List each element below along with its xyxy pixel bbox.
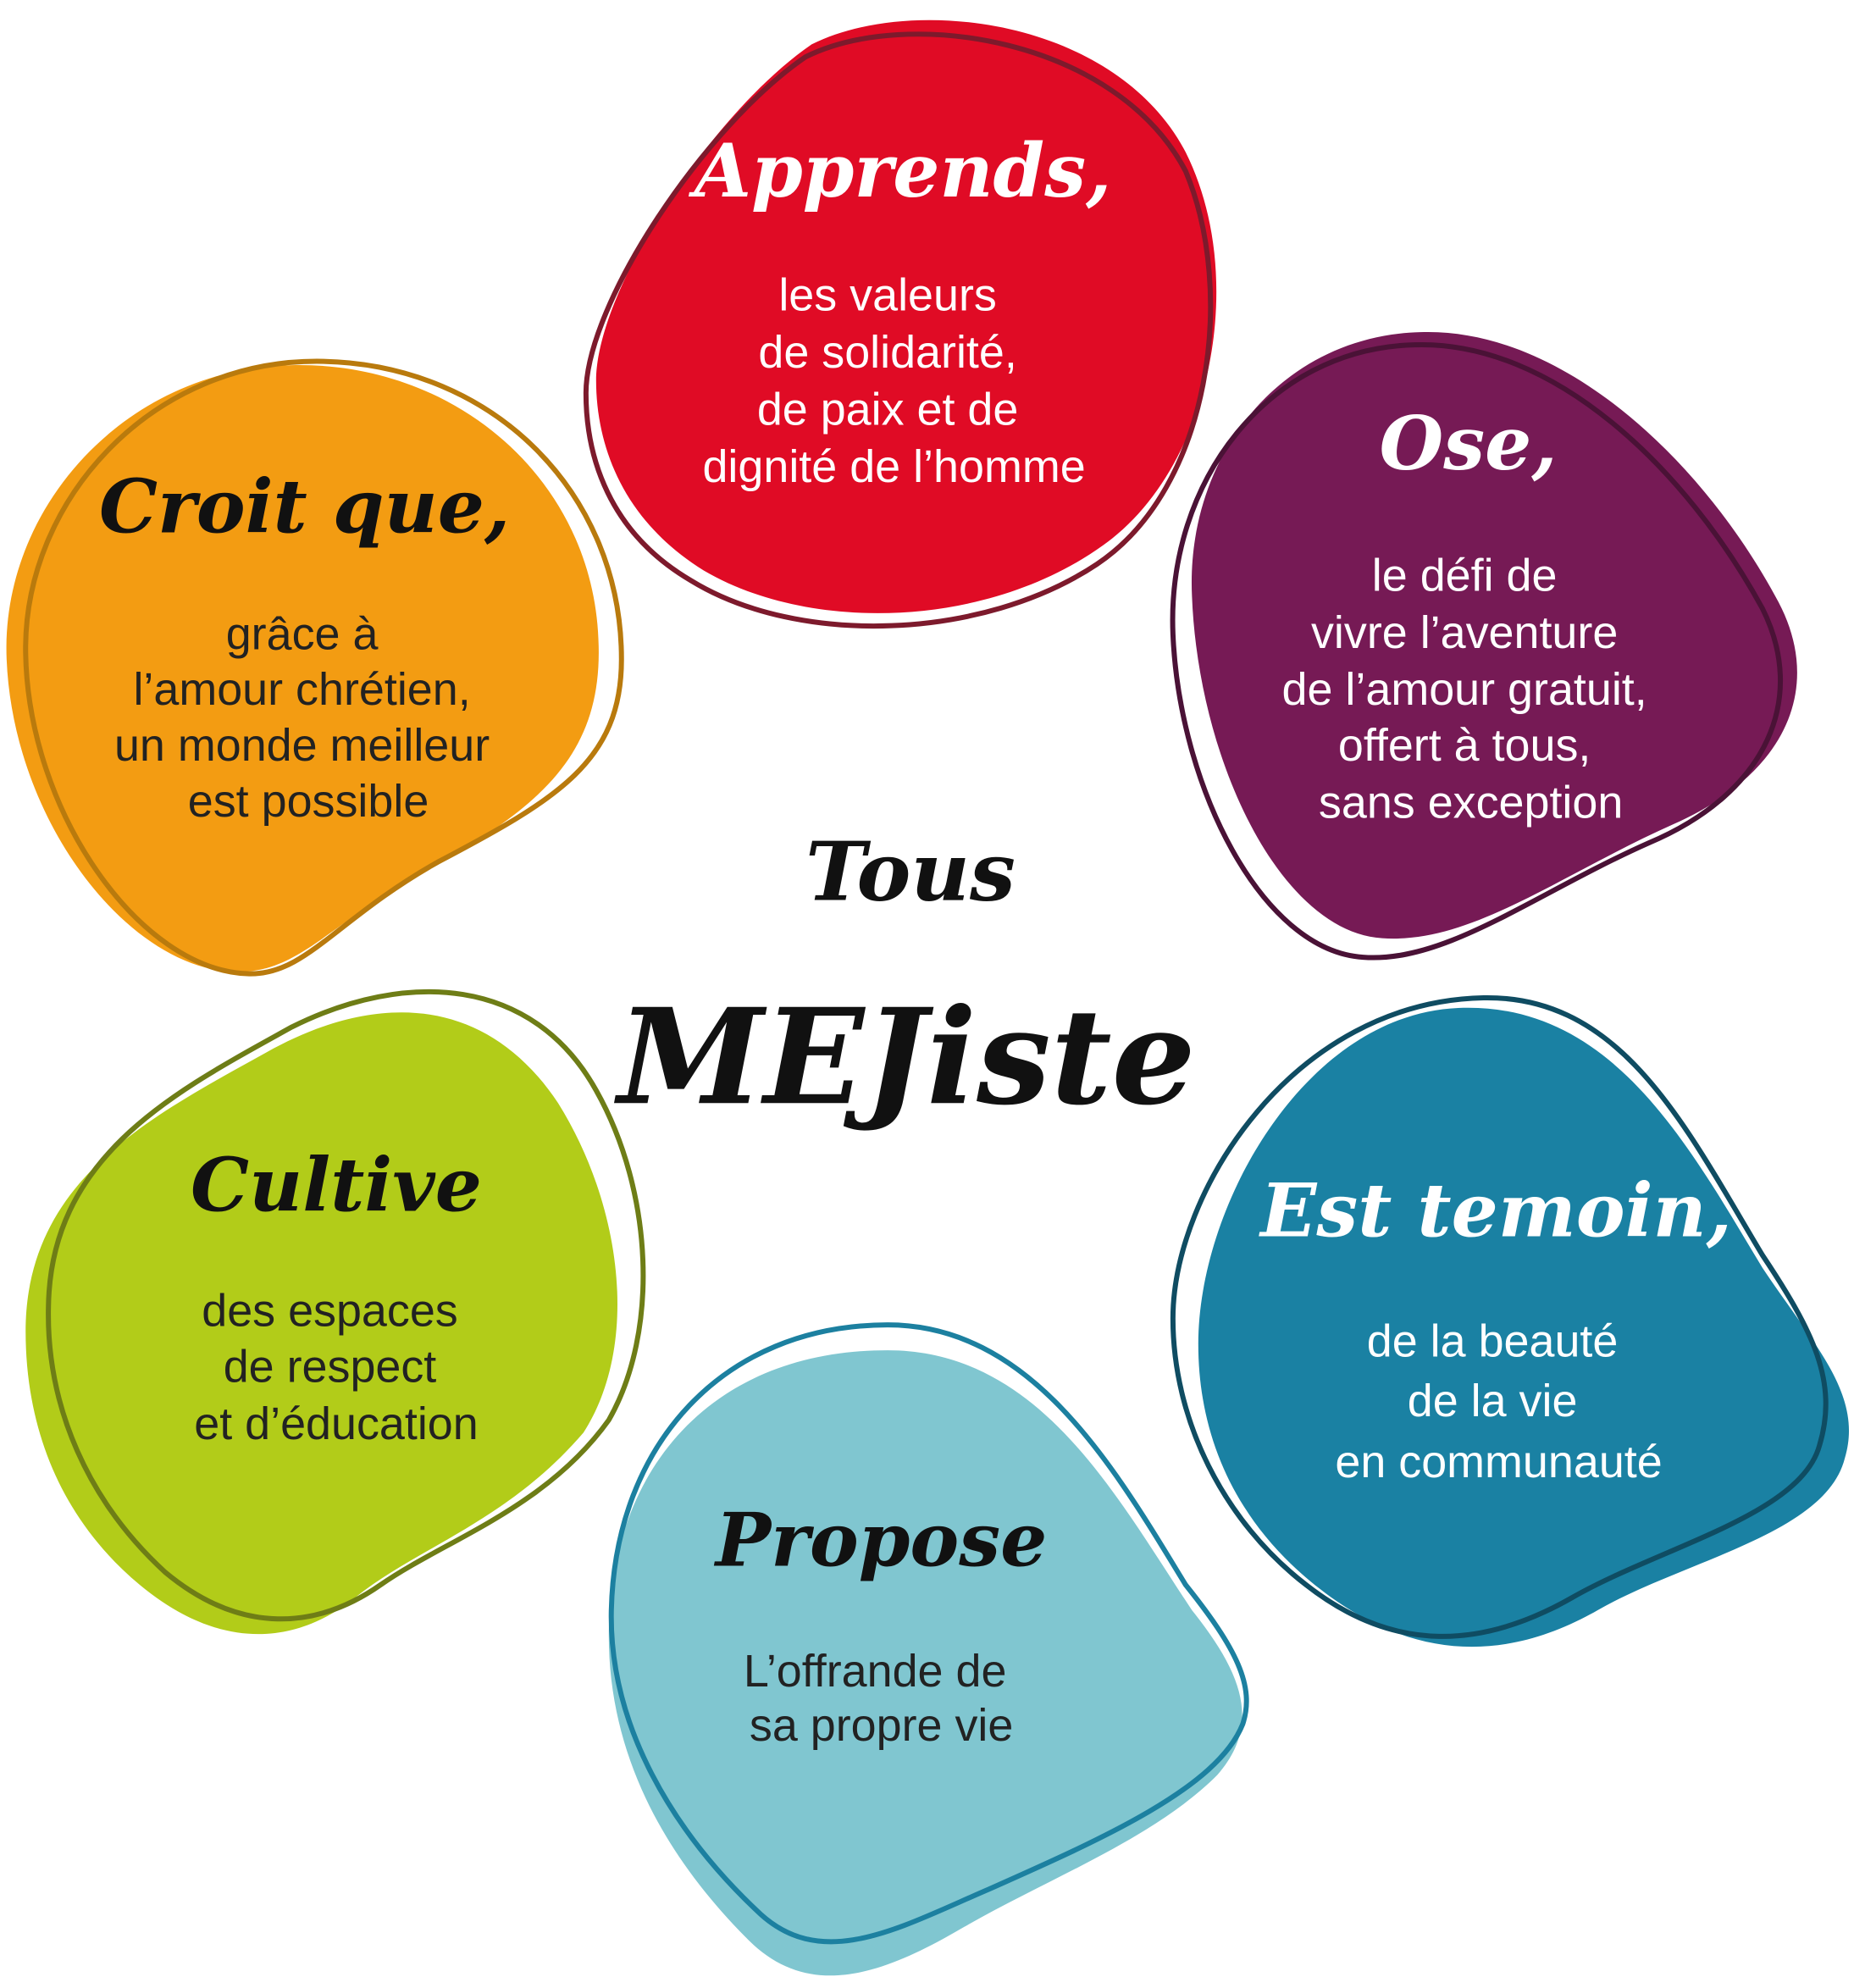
petal-croit: Croit que, grâce à l’amour chrétien, un … xyxy=(6,358,624,977)
blob-red-fill xyxy=(595,19,1217,613)
blob-purple-outline xyxy=(1170,342,1783,961)
blob-teal-fill xyxy=(1198,1007,1850,1647)
blob-orange-fill xyxy=(6,364,599,972)
blob-lightblue-fill xyxy=(608,1350,1242,1976)
petal-text: des espaces de respect et d’éducation xyxy=(194,1286,478,1449)
petal-cultive: Cultive des espaces de respect et d’éduc… xyxy=(25,988,646,1635)
blob-teal-outline xyxy=(1170,994,1829,1639)
petal-title: Apprends, xyxy=(689,128,1112,214)
petal-title: Croit que, xyxy=(99,464,510,551)
petal-title: Est temoin, xyxy=(1258,1167,1732,1254)
petal-title: Cultive xyxy=(191,1142,482,1228)
petal-ose: Ose, le défi de vivre l’aventure de l’am… xyxy=(1170,331,1797,961)
petal-text: L’offrande de sa propre vie xyxy=(744,1646,1020,1751)
petal-apprends: Apprends, les valeurs de solidarité, de … xyxy=(583,19,1217,629)
blob-green-outline xyxy=(46,988,646,1622)
blob-lightblue-outline xyxy=(608,1322,1249,1945)
blob-red-outline xyxy=(583,31,1214,629)
center-title-mejiste: MEJiste xyxy=(613,979,1195,1134)
center-title-tous: Tous xyxy=(805,824,1016,920)
petal-text: les valeurs de solidarité, de paix et de… xyxy=(702,270,1085,492)
blob-purple-fill xyxy=(1191,331,1797,939)
petal-title: Ose, xyxy=(1380,401,1558,487)
petal-temoin: Est temoin, de la beauté de la vie en co… xyxy=(1170,994,1850,1647)
blob-orange-outline xyxy=(23,358,624,977)
petal-title: Propose xyxy=(713,1498,1048,1584)
petal-text: le défi de vivre l’aventure de l’amour g… xyxy=(1282,551,1660,828)
petal-propose: Propose L’offrande de sa propre vie xyxy=(608,1322,1249,1976)
petal-text: de la beauté de la vie en communauté xyxy=(1335,1316,1662,1487)
petal-text: grâce à l’amour chrétien, un monde meill… xyxy=(114,608,502,827)
blob-green-fill xyxy=(25,1012,618,1635)
